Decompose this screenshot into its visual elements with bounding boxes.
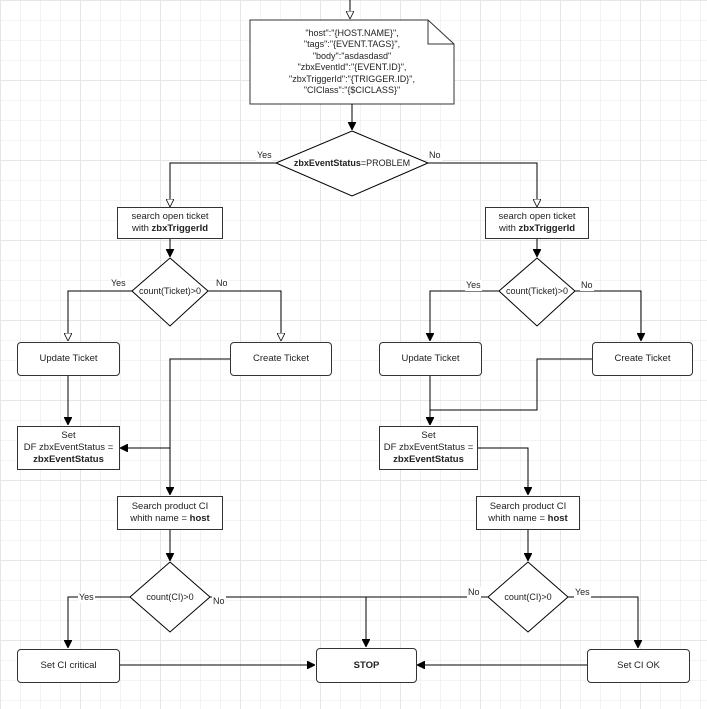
- left-search-ci-key: host: [189, 513, 210, 524]
- decision-main-shape: [274, 130, 430, 197]
- note-line: "host":"{HOST.NAME}",: [305, 27, 399, 38]
- right-search-ticket-key: zbxTriggerId: [518, 223, 576, 234]
- right-create-ticket: Create Ticket: [592, 342, 693, 376]
- left-set-status: Set DF zbxEventStatus = zbxEventStatus: [17, 426, 120, 470]
- edge-right-create-to-set: [430, 358, 592, 425]
- note-line: "zbxEventId":"{EVENT.ID}",: [297, 62, 407, 72]
- left-search-ticket: search open ticket with zbxTriggerId: [117, 207, 223, 239]
- edge-main-yes: [170, 162, 276, 207]
- label-left-ci-no: No: [212, 596, 226, 607]
- right-search-ci-line2: whith name =: [488, 513, 548, 524]
- note-payload: "host":"{HOST.NAME}", "tags":"{EVENT.TAG…: [250, 22, 454, 102]
- note-line: "tags":"{EVENT.TAGS}",: [303, 39, 401, 49]
- edge-left-ci-yes: [68, 596, 130, 648]
- left-update-ticket: Update Ticket: [17, 342, 120, 376]
- decision-ticket-right-shape: [498, 257, 576, 327]
- edge-right-set-to-search-ci: [478, 447, 528, 495]
- left-set-status-line2: DF zbxEventStatus =: [23, 442, 114, 453]
- right-search-ci-key: host: [547, 513, 568, 524]
- edge-left-ticket-yes: [68, 290, 132, 341]
- edge-right-ticket-yes: [430, 290, 499, 341]
- label-right-ci-no: No: [467, 587, 481, 598]
- label-left-ticket-no: No: [215, 278, 229, 289]
- edge-right-ci-yes: [568, 596, 638, 648]
- left-set-ci: Set CI critical: [17, 649, 120, 683]
- note-fold: [427, 20, 454, 45]
- right-search-ticket: search open ticket with zbxTriggerId: [485, 207, 589, 239]
- left-decision-ci-label: count(CI)>0: [146, 592, 194, 602]
- label-right-ticket-no: No: [580, 280, 594, 291]
- left-search-ci-line2: whith name =: [130, 513, 190, 524]
- right-update-ticket: Update Ticket: [379, 342, 482, 376]
- right-search-ci-line1: Search product CI: [489, 501, 567, 512]
- label-left-ci-yes: Yes: [78, 592, 95, 603]
- note-line: "zbxTriggerId":"{TRIGGER.ID}",: [289, 73, 415, 84]
- note-shape: [249, 19, 455, 105]
- right-decision-ticket-label: count(Ticket)>0: [506, 286, 568, 296]
- edge-left-ci-no: [210, 596, 366, 647]
- note-line: "CIClass":"{$CICLASS}": [303, 85, 401, 95]
- label-right-ci-yes: Yes: [574, 587, 591, 598]
- label-left-ticket-yes: Yes: [110, 278, 127, 289]
- right-search-ticket-line1: search open ticket: [498, 211, 576, 222]
- left-search-ci: Search product CI whith name = host: [117, 496, 223, 530]
- label-main-no: No: [428, 150, 442, 161]
- right-set-status-line1: Set: [421, 430, 436, 441]
- left-search-ci-line1: Search product CI: [131, 501, 209, 512]
- left-search-ticket-key: zbxTriggerId: [151, 223, 209, 234]
- decision-main-cond: =PROBLEM: [360, 158, 411, 168]
- decision-main-label: zbxEventStatus=PROBLEM: [276, 156, 428, 170]
- right-set-status-line2: DF zbxEventStatus =: [383, 442, 474, 453]
- right-decision-ci-label: count(CI)>0: [504, 592, 552, 602]
- label-right-ticket-yes: Yes: [465, 280, 482, 291]
- edge-main-no: [428, 162, 537, 207]
- left-set-status-line1: Set: [61, 430, 76, 441]
- edge-left-ticket-no: [208, 290, 281, 341]
- right-set-ci: Set CI OK: [587, 649, 690, 683]
- left-set-status-line3: zbxEventStatus: [33, 454, 104, 465]
- edge-left-set-to-search-ci: [120, 447, 170, 495]
- note-line: "body":"asdasdasd": [312, 50, 392, 61]
- stop-node: STOP: [316, 648, 417, 683]
- decision-ci-left-shape: [129, 561, 211, 633]
- left-decision-ticket-label: count(Ticket)>0: [139, 286, 201, 296]
- edge-left-create-to-set: [120, 358, 230, 448]
- edge-right-ticket-no: [575, 290, 641, 341]
- decision-ci-right-shape: [487, 561, 569, 633]
- right-set-status-line3: zbxEventStatus: [393, 454, 464, 465]
- right-search-ci: Search product CI whith name = host: [476, 496, 580, 530]
- right-search-ticket-line2: with: [498, 223, 519, 234]
- decision-main-var: zbxEventStatus: [293, 158, 361, 168]
- label-main-yes: Yes: [256, 150, 273, 161]
- left-create-ticket: Create Ticket: [230, 342, 332, 376]
- left-search-ticket-line2: with: [131, 223, 152, 234]
- right-set-status: Set DF zbxEventStatus = zbxEventStatus: [379, 426, 478, 470]
- decision-ticket-left-shape: [131, 257, 209, 327]
- left-search-ticket-line1: search open ticket: [131, 211, 209, 222]
